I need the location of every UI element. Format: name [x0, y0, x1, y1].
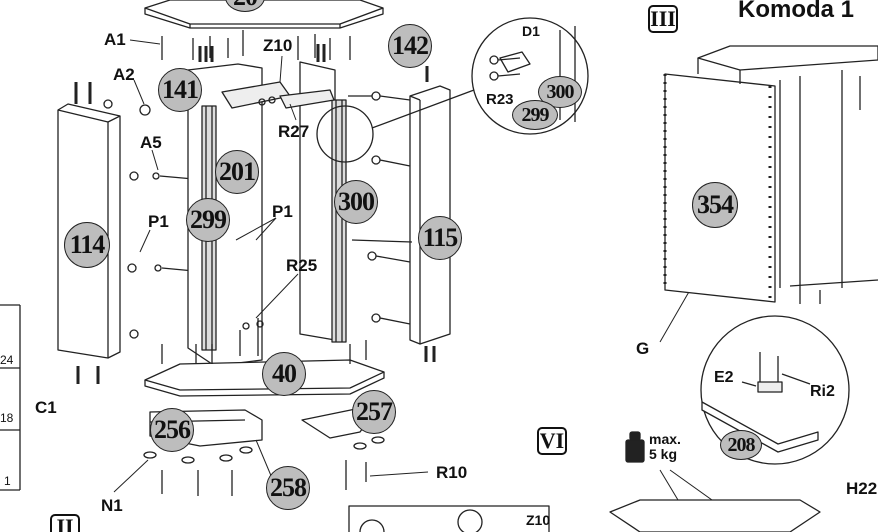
cabinet-body	[697, 45, 878, 304]
bottom-shelf-fragment	[609, 499, 821, 532]
part-badge-208: 208	[720, 430, 762, 460]
leader-lines	[113, 39, 691, 493]
step-marker-ii: II	[50, 514, 80, 532]
step-marker-iii: III	[648, 5, 678, 33]
top-dowels	[161, 30, 351, 60]
label-r27: R27	[278, 122, 310, 141]
label-z10-inset: Z10	[526, 512, 551, 528]
inset-box	[348, 505, 550, 532]
right-panel-fittings	[348, 91, 413, 325]
weight-limit-line2: 5 kg	[649, 446, 678, 462]
label-p1-left: P1	[148, 212, 169, 231]
table-cell: 24	[0, 353, 14, 367]
part-badge-299: 299	[186, 198, 230, 242]
top-shelf	[144, 0, 384, 29]
connector-rail	[221, 81, 335, 109]
back-panel-right	[299, 61, 347, 343]
table-cell: 18	[0, 411, 14, 425]
label-n1: N1	[101, 496, 123, 515]
legs-and-screws	[143, 436, 385, 496]
page-title: Komoda 1	[738, 0, 855, 23]
right-side-panel	[409, 85, 451, 345]
label-e2: E2	[714, 369, 734, 386]
part-badge-114: 114	[64, 222, 110, 268]
label-a2: A2	[113, 65, 135, 84]
table-cell: 1	[4, 474, 11, 488]
step-marker-vi: VI	[537, 427, 567, 455]
label-p1-right: P1	[272, 202, 293, 221]
label-a1: A1	[104, 30, 126, 49]
part-badge-354: 354	[692, 182, 738, 228]
part-badge-256: 256	[150, 408, 194, 452]
part-badge-201: 201	[215, 150, 259, 194]
part-badge-300: 300	[334, 180, 378, 224]
label-d1: D1	[522, 23, 540, 39]
bottom-shelf-dowels	[161, 318, 367, 364]
weight-limit: max. 5 kg	[649, 432, 681, 462]
label-z10: Z10	[263, 36, 293, 55]
part-badge-257: 257	[352, 390, 396, 434]
part-badge-40: 40	[262, 352, 306, 396]
weight-limit-line1: max.	[649, 431, 681, 447]
parts-table-fragment	[0, 304, 21, 491]
part-badge-115: 115	[418, 216, 462, 260]
label-r25: R25	[286, 256, 318, 275]
label-a5: A5	[140, 133, 162, 152]
weight-icon	[625, 431, 645, 463]
label-r23: R23	[486, 91, 514, 108]
label-c1: C1	[35, 398, 57, 417]
part-badge-258: 258	[266, 466, 310, 510]
part-badge-299-detail: 299	[512, 100, 558, 130]
label-h22: H22	[846, 479, 878, 498]
label-ri2: Ri2	[810, 383, 835, 400]
part-badge-141: 141	[158, 68, 202, 112]
part-badge-142: 142	[388, 24, 432, 68]
label-g: G	[636, 339, 650, 358]
label-r10: R10	[436, 463, 468, 482]
